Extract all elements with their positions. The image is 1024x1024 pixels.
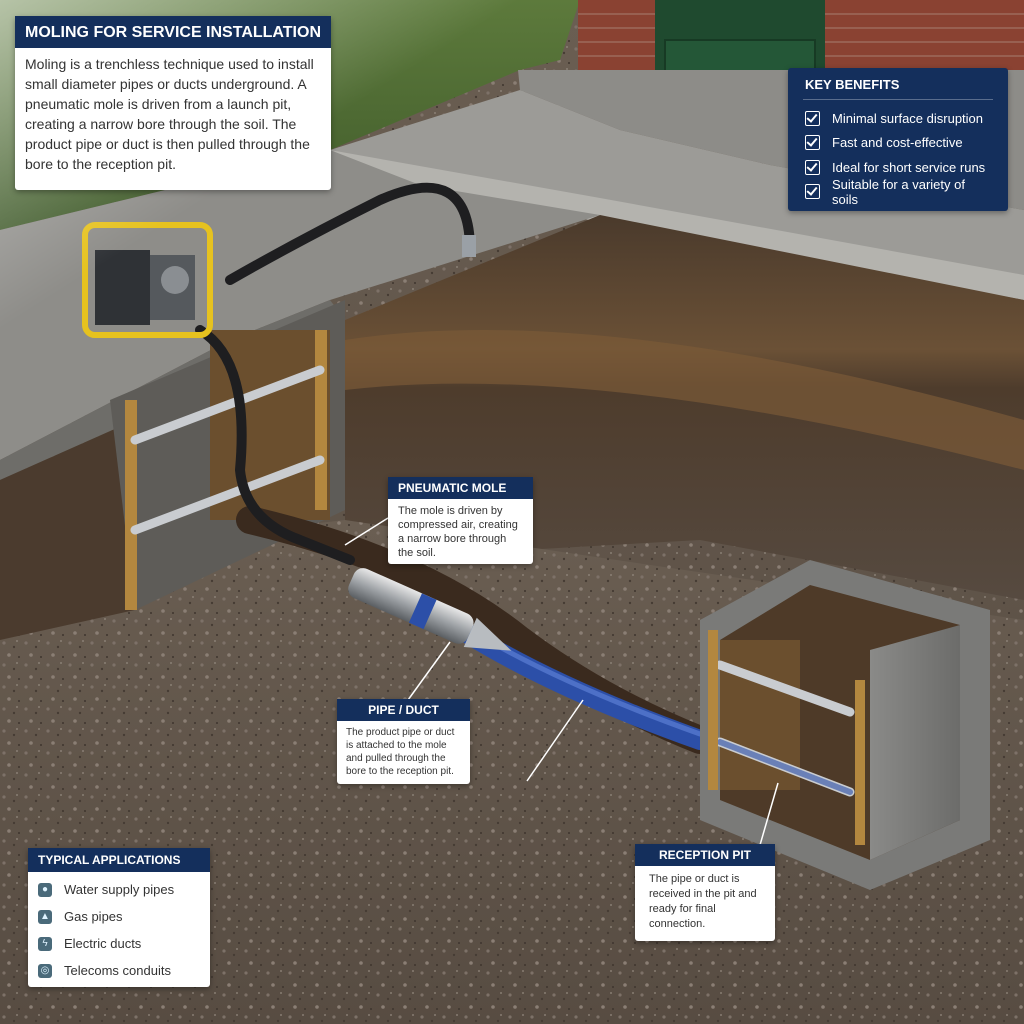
pipe-duct-title: PIPE / DUCT: [337, 699, 470, 721]
reception-pit-callout: RECEPTION PIT The pipe or duct is receiv…: [635, 844, 775, 941]
checkbox-icon: [805, 110, 820, 126]
benefit-item: Ideal for short service runs: [805, 155, 991, 180]
application-item: ◎ Telecoms conduits: [38, 957, 200, 984]
leader-reception-pit: [759, 782, 779, 846]
pneumatic-mole-callout: PNEUMATIC MOLE The mole is driven by com…: [388, 477, 533, 564]
application-item: ● Water supply pipes: [38, 876, 200, 903]
lightning-icon: ϟ: [38, 936, 52, 951]
page-title: MOLING FOR SERVICE INSTALLATION: [15, 16, 331, 48]
checkbox-icon: [805, 159, 820, 175]
benefit-item: Fast and cost-effective: [805, 131, 991, 156]
flame-icon: ▲: [38, 909, 52, 924]
pipe-duct-callout: PIPE / DUCT The product pipe or duct is …: [337, 699, 470, 784]
pneumatic-mole-title: PNEUMATIC MOLE: [388, 477, 533, 499]
water-drop-icon: ●: [38, 882, 52, 897]
key-benefits-title: KEY BENEFITS: [805, 77, 900, 92]
reception-pit: [700, 560, 990, 890]
benefit-label: Fast and cost-effective: [832, 135, 963, 151]
benefit-item: Suitable for a variety of soils: [805, 176, 991, 207]
benefit-label: Ideal for short service runs: [832, 159, 986, 175]
application-item: ϟ Electric ducts: [38, 930, 200, 957]
typical-applications-card: TYPICAL APPLICATIONS ● Water supply pipes…: [28, 848, 210, 987]
checkbox-icon: [805, 184, 820, 200]
benefit-label: Suitable for a variety of soils: [832, 176, 965, 207]
pipe-duct-text: The product pipe or duct is attached to …: [346, 727, 455, 777]
leader-pipe-duct: [407, 641, 451, 701]
intro-card: MOLING FOR SERVICE INSTALLATION Moling i…: [15, 16, 331, 190]
application-label: Gas pipes: [64, 909, 123, 924]
application-label: Telecoms conduits: [64, 963, 171, 978]
benefit-item: Minimal surface disruption: [805, 106, 991, 131]
typical-applications-title: TYPICAL APPLICATIONS: [28, 848, 210, 872]
application-label: Electric ducts: [64, 936, 142, 951]
pneumatic-mole: [348, 568, 512, 651]
pneumatic-mole-text: The mole is driven by compressed air, cr…: [398, 505, 518, 559]
leader-pneumatic-mole: [344, 517, 389, 546]
reception-pit-text: The pipe or duct is received in the pit …: [649, 873, 757, 930]
benefit-label: Minimal surface disruption: [832, 110, 984, 126]
application-label: Water supply pipes: [64, 882, 175, 897]
typical-applications-list: ● Water supply pipes ▲ Gas pipes ϟ Electric d…: [28, 872, 210, 988]
reception-pit-title: RECEPTION PIT: [635, 844, 775, 866]
intro-text: Moling is a trenchless technique used to…: [25, 56, 314, 172]
application-item: ▲ Gas pipes: [38, 903, 200, 930]
leader-pipe: [526, 699, 584, 782]
checkbox-icon: [805, 135, 820, 151]
signal-icon: ◎: [38, 963, 52, 978]
